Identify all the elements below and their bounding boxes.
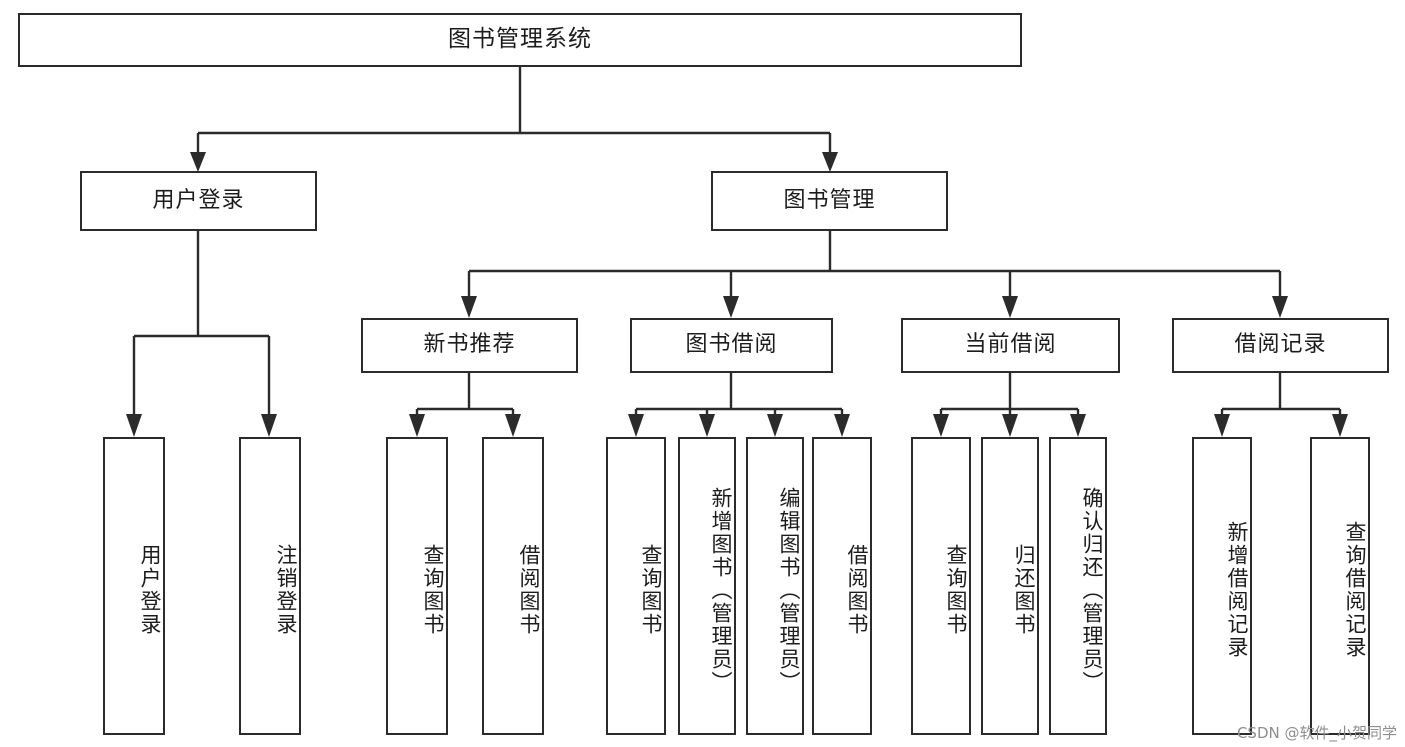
leaf-confirm-return[interactable]: 确认归还（管理员） — [1049, 437, 1107, 735]
leaf-return-book-label: 归还图书 — [1012, 544, 1036, 636]
leaf-borrow-book-2-label: 借阅图书 — [845, 544, 869, 636]
leaf-add-book-label: 新增图书（管理员） — [709, 486, 733, 694]
node-user-login[interactable]: 用户登录 — [80, 171, 317, 231]
leaf-query-book-2-label: 查询图书 — [639, 544, 663, 636]
leaf-query-book-1[interactable]: 查询图书 — [386, 437, 448, 735]
leaf-edit-book[interactable]: 编辑图书（管理员） — [746, 437, 804, 735]
leaf-query-book-3-label: 查询图书 — [944, 544, 968, 636]
leaf-borrow-book-1[interactable]: 借阅图书 — [482, 437, 544, 735]
node-borrow-record[interactable]: 借阅记录 — [1172, 318, 1389, 373]
leaf-user-logout-label: 注销登录 — [274, 544, 298, 636]
leaf-add-record-label: 新增借阅记录 — [1225, 521, 1249, 659]
leaf-add-record[interactable]: 新增借阅记录 — [1192, 437, 1252, 735]
node-book-management-label: 图书管理 — [783, 187, 876, 213]
leaf-user-login[interactable]: 用户登录 — [103, 437, 165, 735]
leaf-return-book[interactable]: 归还图书 — [981, 437, 1039, 735]
watermark-text: CSDN @软件_小贺同学 — [1236, 724, 1397, 742]
leaf-query-record[interactable]: 查询借阅记录 — [1310, 437, 1370, 735]
node-root-system[interactable]: 图书管理系统 — [18, 13, 1022, 67]
node-book-management[interactable]: 图书管理 — [711, 171, 948, 231]
leaf-query-book-3[interactable]: 查询图书 — [911, 437, 971, 735]
leaf-add-book[interactable]: 新增图书（管理员） — [678, 437, 736, 735]
leaf-user-login-label: 用户登录 — [138, 544, 162, 636]
node-user-login-label: 用户登录 — [152, 187, 245, 213]
node-borrow-record-label: 借阅记录 — [1234, 332, 1327, 358]
node-new-book-recommend[interactable]: 新书推荐 — [361, 318, 578, 373]
leaf-query-book-2[interactable]: 查询图书 — [606, 437, 666, 735]
leaf-user-logout[interactable]: 注销登录 — [239, 437, 301, 735]
node-root-label: 图书管理系统 — [448, 26, 592, 53]
leaf-query-record-label: 查询借阅记录 — [1343, 521, 1367, 659]
leaf-confirm-return-label: 确认归还（管理员） — [1080, 486, 1104, 694]
node-book-borrow[interactable]: 图书借阅 — [630, 318, 833, 373]
leaf-borrow-book-1-label: 借阅图书 — [517, 544, 541, 636]
node-current-borrow-label: 当前借阅 — [964, 332, 1057, 358]
node-new-book-recommend-label: 新书推荐 — [423, 332, 516, 358]
leaf-query-book-1-label: 查询图书 — [421, 544, 445, 636]
node-book-borrow-label: 图书借阅 — [685, 332, 778, 358]
node-current-borrow[interactable]: 当前借阅 — [901, 318, 1120, 373]
leaf-edit-book-label: 编辑图书（管理员） — [777, 486, 801, 694]
leaf-borrow-book-2[interactable]: 借阅图书 — [812, 437, 872, 735]
